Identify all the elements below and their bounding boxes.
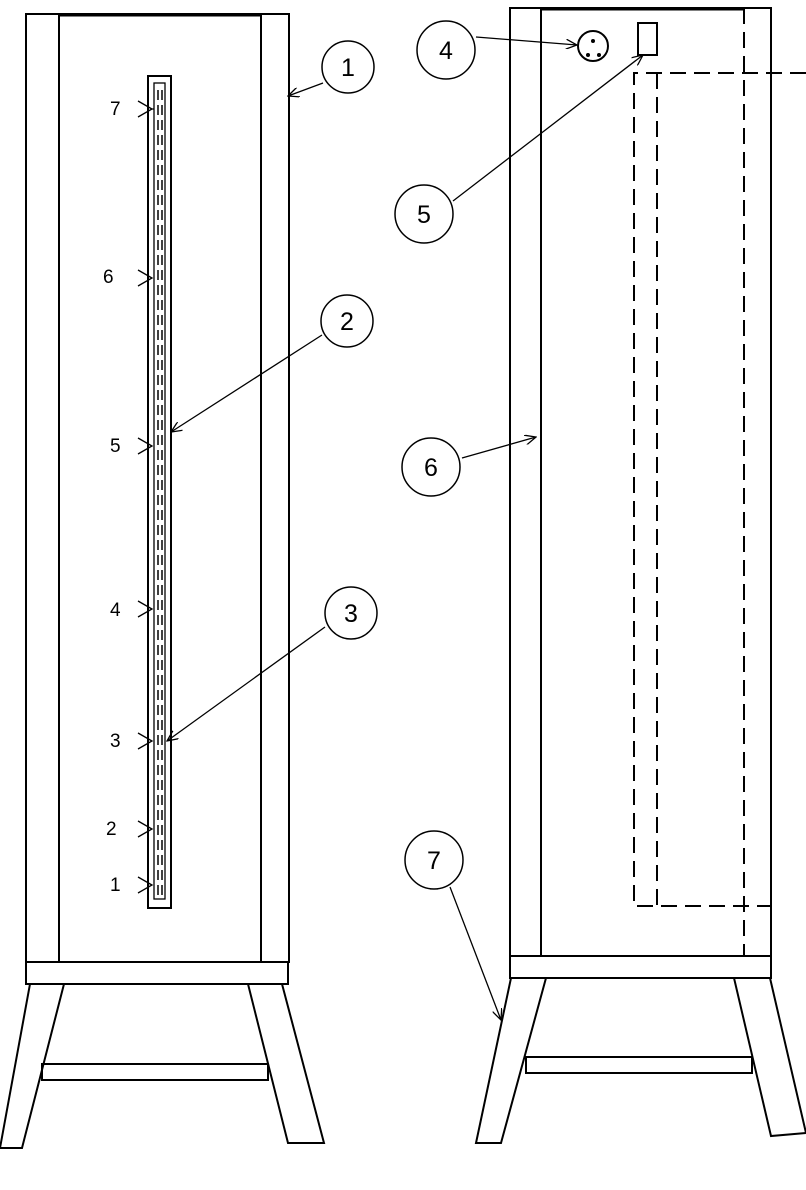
level-tick-2 — [137, 820, 154, 838]
left-cabinet-mounting-strip — [147, 75, 172, 909]
leader-3 — [167, 626, 326, 741]
right-cabinet-outer-frame — [509, 7, 772, 957]
callout-circle-5 — [394, 184, 454, 244]
level-mark-1: 1 — [110, 875, 154, 896]
callout-circle-7 — [404, 830, 464, 890]
callout-1: 1 — [321, 40, 375, 94]
right-cabinet-right-leg — [732, 977, 806, 1138]
callout-label-4: 4 — [439, 37, 453, 65]
level-mark-2: 2 — [106, 819, 154, 840]
level-mark-3: 3 — [110, 731, 154, 752]
right-cabinet-stretcher — [525, 1056, 753, 1074]
left-cabinet: 7 6 5 4 3 2 1 — [0, 13, 326, 1149]
level-label-1: 1 — [110, 875, 121, 896]
callout-6: 6 — [401, 437, 461, 497]
callout-2: 2 — [320, 294, 374, 348]
callout-4: 4 — [416, 20, 476, 80]
right-cabinet-hidden-box — [633, 72, 806, 907]
left-cabinet-right-leg — [246, 983, 326, 1144]
leader-6 — [461, 437, 536, 459]
leader-2 — [171, 334, 323, 432]
callout-circle-1 — [321, 40, 375, 94]
leader-7 — [449, 886, 501, 1020]
callout-5: 5 — [394, 184, 454, 244]
socket-pin-left — [586, 53, 590, 57]
left-cabinet-stretcher — [41, 1063, 269, 1081]
callout-label-7: 7 — [427, 847, 441, 875]
level-label-6: 6 — [103, 267, 114, 288]
callout-label-1: 1 — [341, 54, 355, 82]
right-cabinet-left-leg — [474, 977, 548, 1144]
callout-circle-3 — [324, 586, 378, 640]
callout-label-2: 2 — [340, 308, 354, 336]
left-cabinet-base-rail — [25, 961, 289, 985]
level-tick-6 — [137, 269, 154, 287]
level-tick-3 — [137, 732, 154, 750]
callout-label-6: 6 — [424, 454, 438, 482]
level-tick-7 — [137, 100, 154, 118]
socket-pin-right — [597, 53, 601, 57]
power-socket-icon — [577, 30, 609, 62]
level-label-5: 5 — [110, 436, 121, 457]
socket-pin-top — [591, 39, 595, 43]
level-mark-4: 4 — [110, 600, 154, 621]
callout-label-5: 5 — [417, 201, 431, 229]
left-cabinet-strip-inner — [153, 82, 166, 900]
level-mark-6: 6 — [103, 267, 154, 288]
left-cabinet-left-leg — [0, 983, 66, 1149]
level-tick-4 — [137, 600, 154, 618]
level-label-7: 7 — [110, 99, 121, 120]
callout-circle-2 — [320, 294, 374, 348]
callout-circle-4 — [416, 20, 476, 80]
leader-1 — [288, 82, 324, 96]
callout-3: 3 — [324, 586, 378, 640]
level-label-2: 2 — [106, 819, 117, 840]
callout-label-3: 3 — [344, 600, 358, 628]
level-label-3: 3 — [110, 731, 121, 752]
callout-7: 7 — [404, 830, 464, 890]
switch-box — [637, 22, 658, 56]
leader-5 — [452, 55, 643, 202]
level-mark-5: 5 — [110, 436, 154, 457]
leader-4 — [475, 36, 577, 45]
level-label-4: 4 — [110, 600, 121, 621]
right-cabinet — [474, 7, 806, 1144]
level-mark-7: 7 — [110, 99, 154, 120]
level-tick-1 — [137, 876, 154, 894]
leader-lines — [167, 36, 643, 1020]
level-tick-5 — [137, 437, 154, 455]
callout-circle-6 — [401, 437, 461, 497]
right-cabinet-base-rail — [509, 955, 772, 979]
